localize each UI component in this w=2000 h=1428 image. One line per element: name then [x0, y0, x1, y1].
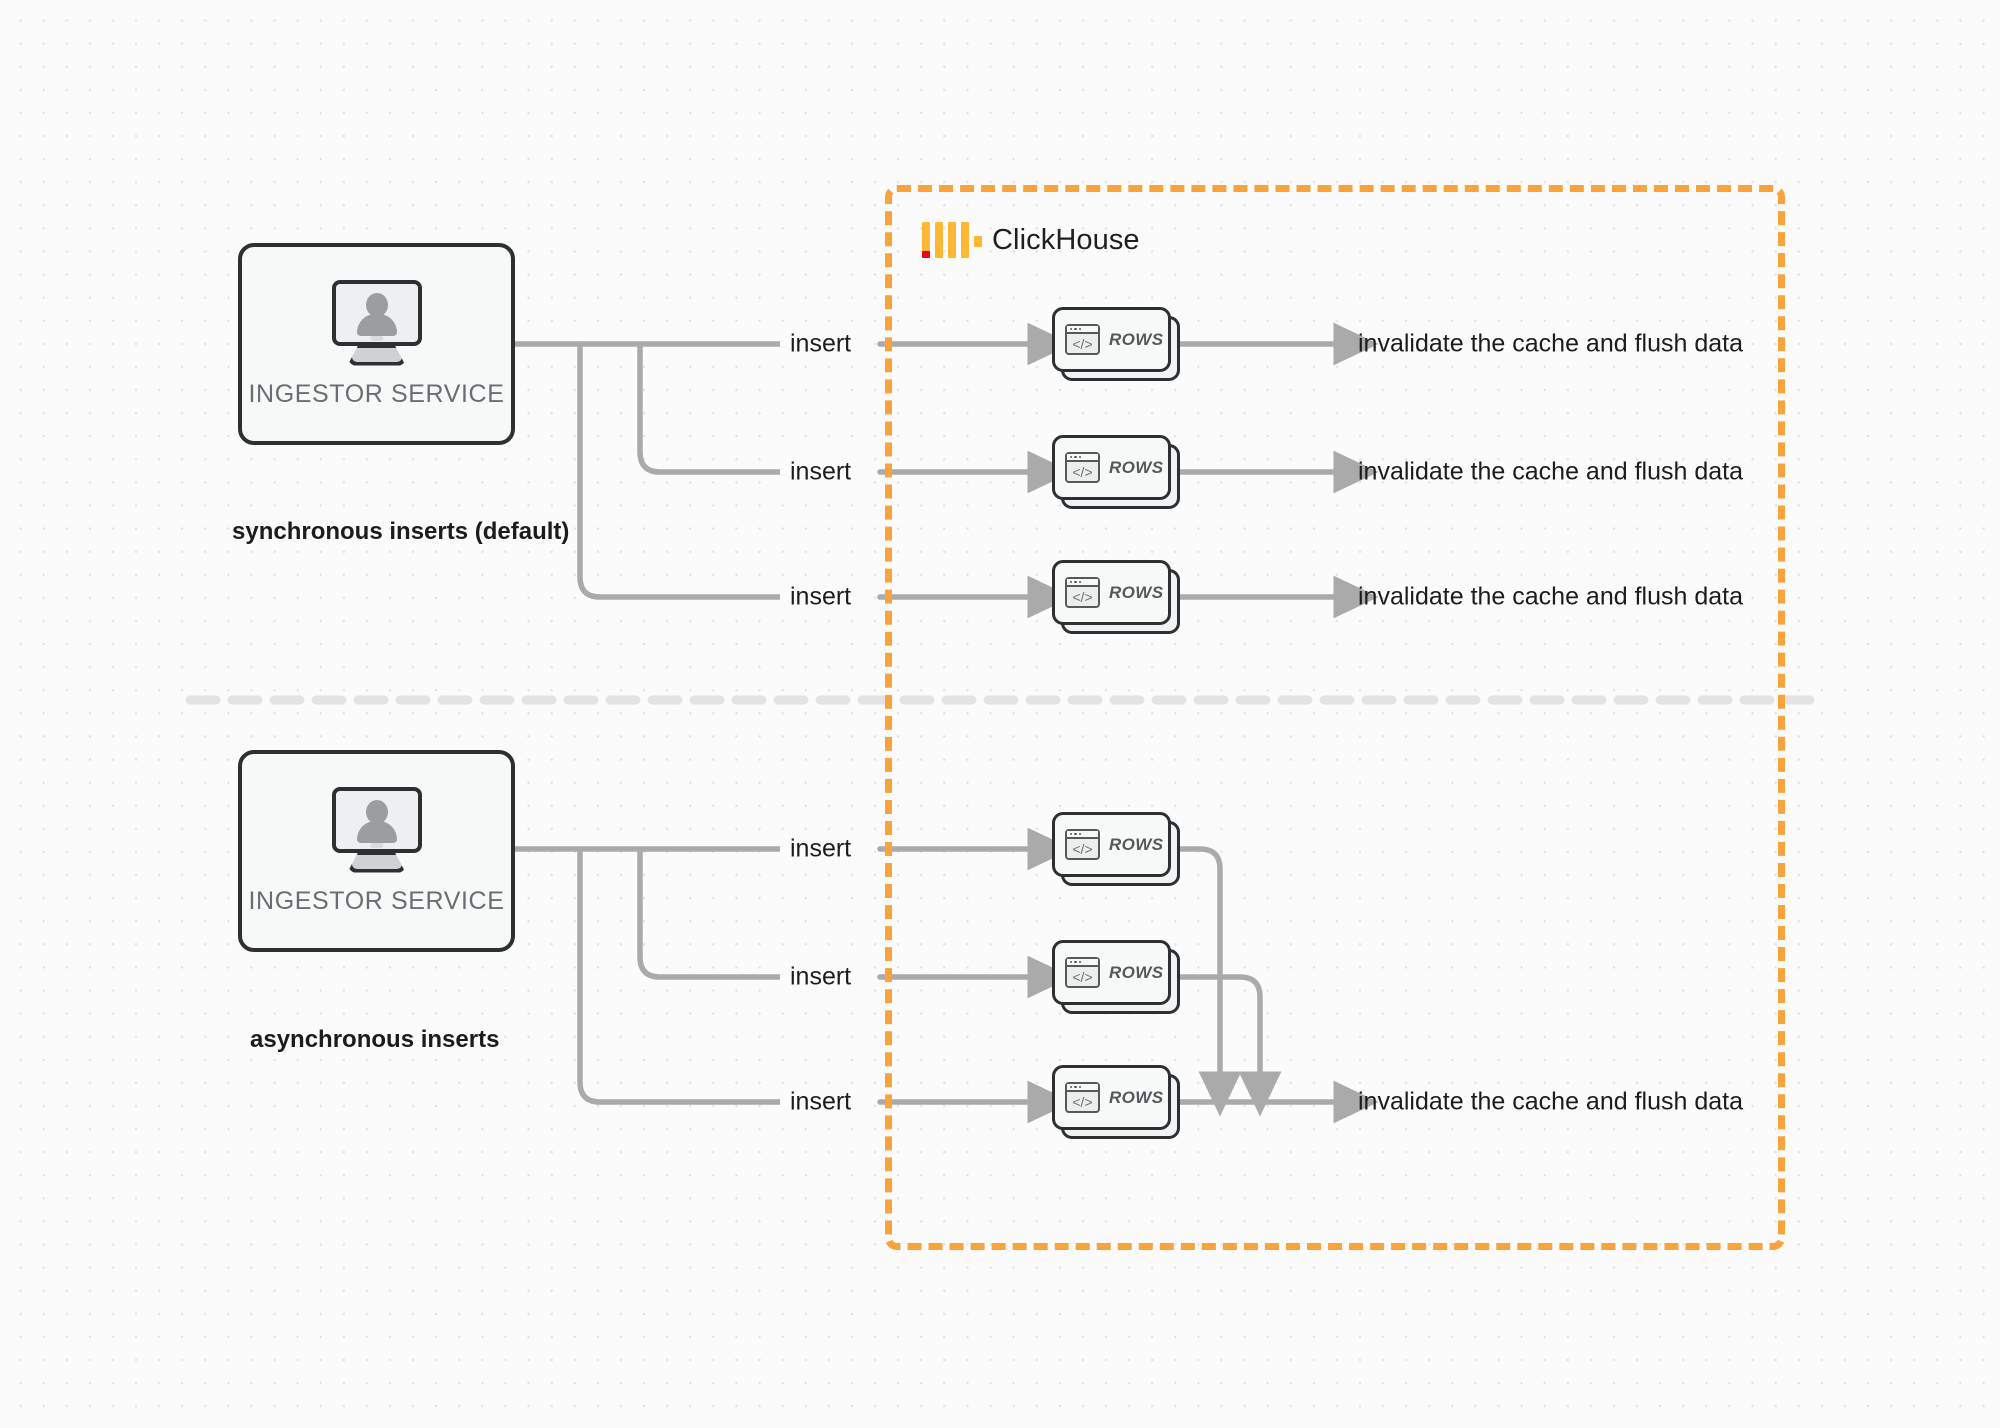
- rows-node-async-2[interactable]: </> ROWS: [1052, 940, 1180, 1014]
- caption-synchronous: synchronous inserts (default): [232, 518, 570, 545]
- result-label-sync-2: invalidate the cache and flush data: [1358, 457, 1743, 486]
- rows-label: ROWS: [1109, 834, 1164, 854]
- code-glyph: </>: [1072, 335, 1093, 352]
- insert-label-async-2: insert: [780, 962, 862, 992]
- code-glyph: </>: [1072, 840, 1093, 857]
- clickhouse-logo-icon: [922, 222, 982, 258]
- clickhouse-brand: ClickHouse: [922, 222, 1140, 258]
- insert-label-sync-3: insert: [780, 582, 862, 612]
- code-window-icon: </>: [1065, 577, 1100, 608]
- ingestor-service-async[interactable]: INGESTOR SERVICE: [238, 750, 515, 952]
- insert-label-sync-2: insert: [780, 457, 862, 487]
- insert-label-async-3: insert: [780, 1087, 862, 1117]
- code-window-icon: </>: [1065, 1082, 1100, 1113]
- rows-node-sync-3[interactable]: </> ROWS: [1052, 560, 1180, 634]
- monitor-user-icon: [328, 786, 426, 873]
- code-glyph: </>: [1072, 588, 1093, 605]
- rows-label: ROWS: [1109, 457, 1164, 477]
- rows-label: ROWS: [1109, 582, 1164, 602]
- clickhouse-boundary: [885, 185, 1785, 1250]
- ingestor-service-label-sync: INGESTOR SERVICE: [248, 379, 505, 408]
- rows-node-sync-1[interactable]: </> ROWS: [1052, 307, 1180, 381]
- result-label-sync-1: invalidate the cache and flush data: [1358, 329, 1743, 358]
- rows-node-sync-2[interactable]: </> ROWS: [1052, 435, 1180, 509]
- code-glyph: </>: [1072, 463, 1093, 480]
- clickhouse-label: ClickHouse: [992, 223, 1140, 256]
- rows-label: ROWS: [1109, 1087, 1164, 1107]
- caption-asynchronous: asynchronous inserts: [250, 1026, 500, 1053]
- result-label-sync-3: invalidate the cache and flush data: [1358, 582, 1743, 611]
- rows-label: ROWS: [1109, 329, 1164, 349]
- insert-label-sync-1: insert: [780, 329, 862, 359]
- code-window-icon: </>: [1065, 829, 1100, 860]
- code-window-icon: </>: [1065, 957, 1100, 988]
- insert-label-async-1: insert: [780, 834, 862, 864]
- ingestor-service-sync[interactable]: INGESTOR SERVICE: [238, 243, 515, 445]
- result-label-async: invalidate the cache and flush data: [1358, 1087, 1743, 1116]
- rows-node-async-1[interactable]: </> ROWS: [1052, 812, 1180, 886]
- rows-label: ROWS: [1109, 962, 1164, 982]
- code-glyph: </>: [1072, 968, 1093, 985]
- rows-node-async-3[interactable]: </> ROWS: [1052, 1065, 1180, 1139]
- code-window-icon: </>: [1065, 324, 1100, 355]
- monitor-user-icon: [328, 279, 426, 366]
- code-glyph: </>: [1072, 1093, 1093, 1110]
- code-window-icon: </>: [1065, 452, 1100, 483]
- ingestor-service-label-async: INGESTOR SERVICE: [248, 886, 505, 915]
